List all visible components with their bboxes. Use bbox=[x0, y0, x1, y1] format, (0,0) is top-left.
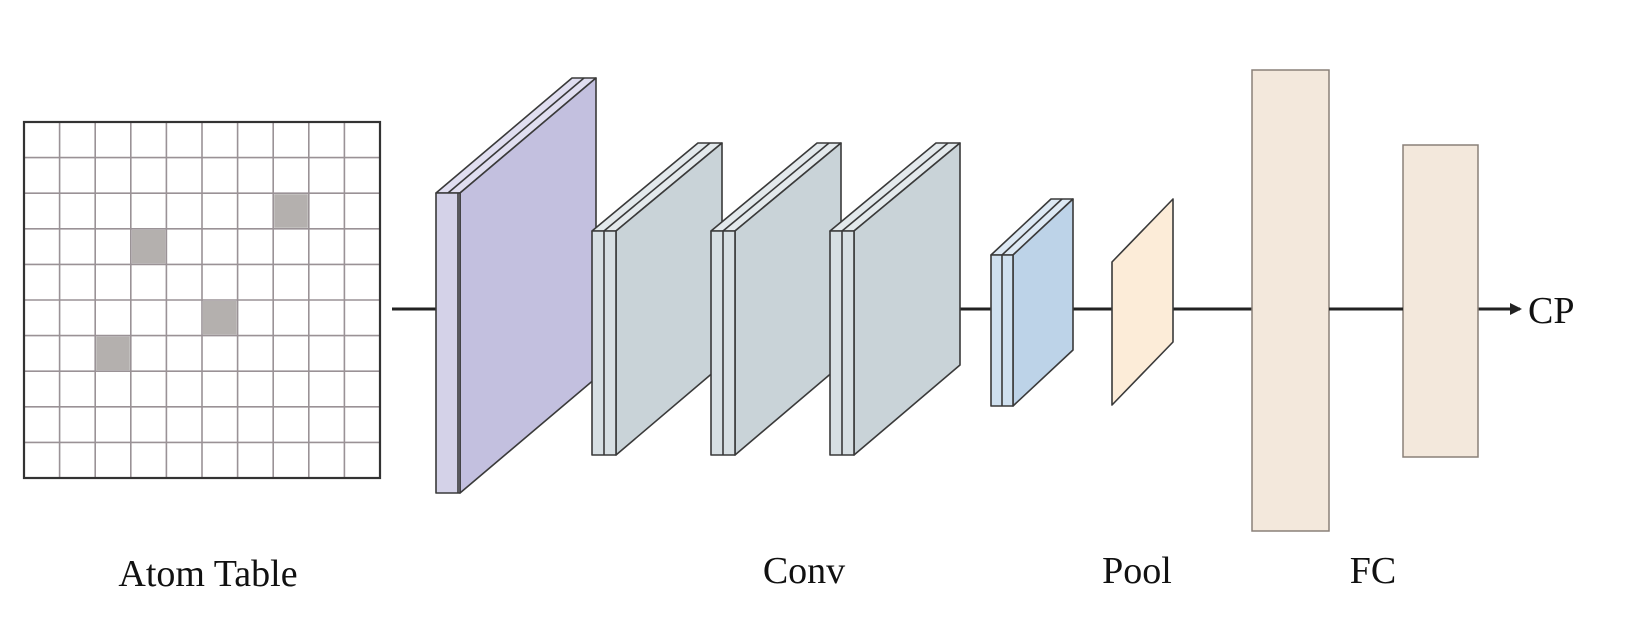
conv-layer-4 bbox=[829, 142, 961, 456]
grid-border bbox=[22, 120, 382, 480]
atom-table-grid bbox=[22, 120, 382, 480]
pool-label: Pool bbox=[1102, 550, 1172, 592]
highlighted-cell bbox=[96, 336, 130, 371]
highlighted-cell bbox=[274, 194, 308, 228]
conv-layer-3 bbox=[710, 142, 842, 456]
highlighted-cell bbox=[203, 301, 237, 335]
fc-layer-2 bbox=[1402, 144, 1479, 458]
fc-layer-1 bbox=[1251, 69, 1330, 532]
fc-label: FC bbox=[1350, 550, 1396, 592]
conv-layer-1 bbox=[435, 77, 597, 494]
highlighted-cell bbox=[131, 229, 166, 264]
output-label: CP bbox=[1528, 290, 1574, 332]
conv-layer-5 bbox=[990, 198, 1074, 407]
atom-table-label: Atom Table bbox=[118, 553, 297, 595]
pool-layer bbox=[1111, 198, 1174, 406]
conv-label: Conv bbox=[763, 550, 845, 592]
conv-layer-2 bbox=[591, 142, 723, 456]
